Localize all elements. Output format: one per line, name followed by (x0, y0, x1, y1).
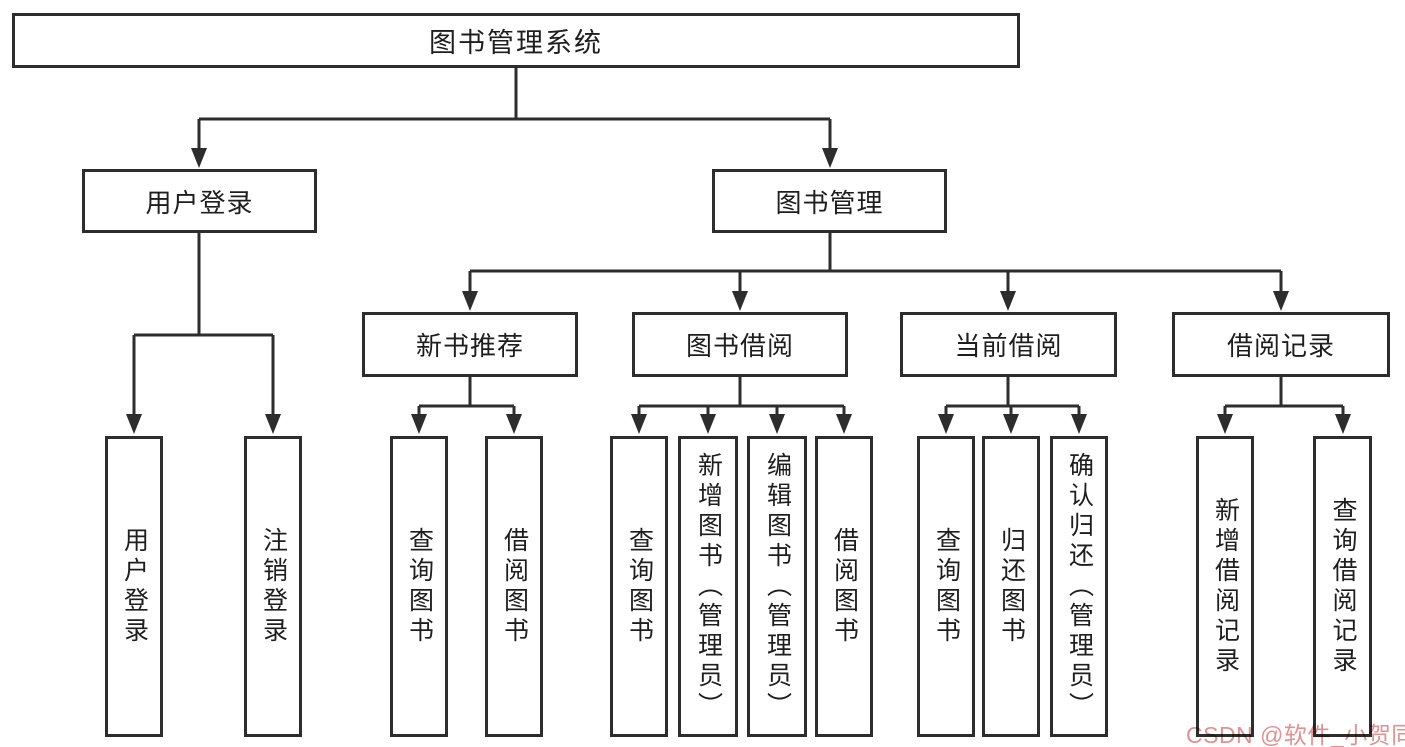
connector-newbooks-split (417, 375, 516, 417)
leaf-query-borrow-record: 查询借阅记录 (1313, 436, 1372, 737)
node-label: 当前借阅 (954, 331, 1063, 361)
leaf-add-borrow-record: 新增借阅记录 (1196, 436, 1254, 737)
connector-borrow-split (637, 375, 846, 417)
connector-login-split (132, 231, 275, 417)
connector-current-split (944, 375, 1081, 417)
node-user-login: 用户登录 (82, 169, 317, 233)
node-current-borrowing: 当前借阅 (900, 312, 1117, 377)
node-book-borrowing: 图书借阅 (632, 312, 848, 377)
node-label: 编辑图书（管理员） (763, 451, 792, 722)
node-label: 新增借阅记录 (1211, 496, 1240, 677)
leaf-return-books: 归还图书 (982, 436, 1040, 737)
leaf-add-books-admin: 新增图书（管理员） (678, 436, 738, 737)
arrowhead (1217, 414, 1351, 434)
node-label: 查询图书 (932, 526, 961, 647)
node-label: 新书推荐 (415, 331, 524, 361)
node-label: 图书管理 (775, 187, 884, 218)
leaf-confirm-return-admin: 确认归还（管理员） (1050, 436, 1108, 737)
node-label: 图书借阅 (685, 331, 794, 361)
node-label: 查询图书 (405, 526, 434, 647)
leaf-logout: 注销登录 (244, 436, 302, 737)
node-label: 借阅图书 (500, 526, 529, 647)
connector-records-split (1223, 375, 1345, 417)
leaf-edit-books-admin: 编辑图书（管理员） (747, 436, 807, 737)
node-book-management: 图书管理 (712, 169, 947, 233)
node-borrow-records: 借阅记录 (1172, 312, 1390, 377)
node-label: 确认归还（管理员） (1065, 451, 1094, 722)
arrowhead (191, 148, 838, 168)
node-new-book-recommend: 新书推荐 (362, 312, 578, 377)
watermark: CSDN @软件_小贺同学 (1186, 722, 1405, 747)
node-label: 用户登录 (120, 526, 149, 647)
node-label: 图书管理系统 (429, 28, 603, 58)
arrowhead (631, 414, 852, 434)
arrowhead (462, 291, 1289, 311)
leaf-query-books-current: 查询图书 (917, 436, 975, 737)
node-label: 新增图书（管理员） (694, 451, 723, 722)
leaf-query-books-borrow: 查询图书 (610, 436, 668, 737)
leaf-borrow-books-recommend: 借阅图书 (485, 436, 543, 737)
node-label: 查询图书 (625, 526, 654, 647)
arrowhead (938, 414, 1087, 434)
node-label: 查询借阅记录 (1329, 496, 1357, 677)
node-label: 借阅记录 (1226, 331, 1335, 361)
node-label: 用户登录 (145, 187, 254, 218)
connector-mgmt-split (468, 231, 1283, 294)
leaf-user-login: 用户登录 (105, 436, 163, 737)
arrowhead (411, 414, 522, 434)
node-label: 归还图书 (997, 526, 1026, 647)
leaf-query-books-recommend: 查询图书 (390, 436, 448, 737)
leaf-borrow-books: 借阅图书 (815, 436, 873, 737)
node-root: 图书管理系统 (12, 13, 1020, 68)
arrowhead (126, 414, 281, 434)
connector-root-split (197, 66, 832, 151)
node-label: 注销登录 (259, 526, 288, 647)
node-label: 借阅图书 (830, 526, 859, 647)
